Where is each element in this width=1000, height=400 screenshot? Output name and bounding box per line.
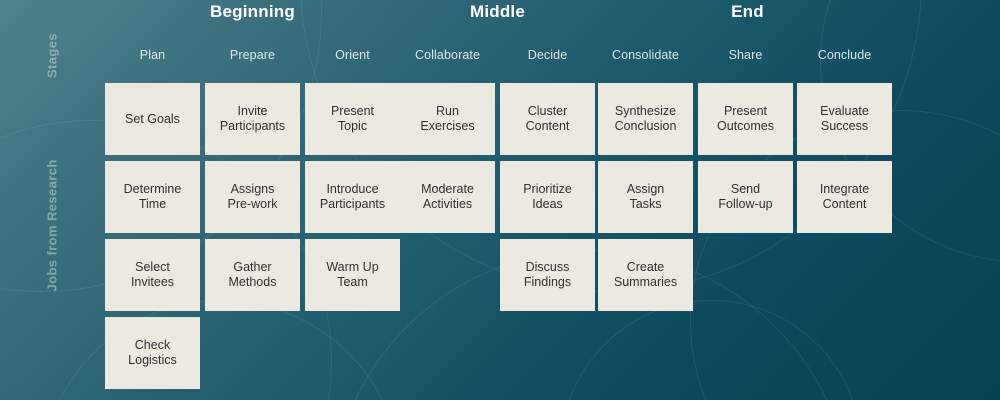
job-card-label: Warm Up Team [326, 260, 379, 289]
job-card[interactable]: Discuss Findings [500, 239, 595, 311]
job-card-label: Introduce Participants [319, 182, 386, 211]
job-card-label: Cluster Content [525, 104, 570, 133]
job-card-label: Set Goals [125, 111, 180, 126]
column-header-consolidate: Consolidate [611, 48, 680, 62]
job-card[interactable]: Moderate Activities [400, 161, 495, 233]
column-header-prepare: Prepare [229, 48, 276, 62]
job-card-label: Prioritize Ideas [523, 182, 572, 211]
job-card-label: Check Logistics [128, 338, 177, 367]
background-arc-decoration [560, 300, 862, 400]
job-card-label: Assigns Pre-work [227, 182, 278, 211]
job-card[interactable]: Gather Methods [205, 239, 300, 311]
group-header: End [731, 2, 764, 21]
column-header-collaborate: Collaborate [414, 48, 481, 62]
job-card[interactable]: Cluster Content [500, 83, 595, 155]
job-card-label: Integrate Content [819, 182, 870, 211]
background-arc-decoration [40, 300, 402, 400]
job-card[interactable]: Run Exercises [400, 83, 495, 155]
job-card-label: Present Topic [330, 104, 375, 133]
job-card-label: Moderate Activities [421, 182, 474, 211]
job-card-label: Synthesize Conclusion [614, 104, 677, 133]
job-card[interactable]: Synthesize Conclusion [598, 83, 693, 155]
job-card-label: Assign Tasks [626, 182, 665, 211]
job-card[interactable]: Assigns Pre-work [205, 161, 300, 233]
column-header-share: Share [728, 48, 763, 62]
job-card-label: Select Invitees [130, 260, 175, 289]
job-card-label: Create Summaries [613, 260, 678, 289]
job-card-label: Determine Time [123, 182, 182, 211]
job-card[interactable]: Assign Tasks [598, 161, 693, 233]
job-card[interactable]: Create Summaries [598, 239, 693, 311]
group-header: Beginning [210, 2, 295, 21]
column-header-conclude: Conclude [817, 48, 872, 62]
job-card[interactable]: Evaluate Success [797, 83, 892, 155]
job-card[interactable]: Send Follow-up [698, 161, 793, 233]
job-card-label: Gather Methods [228, 260, 277, 289]
column-header-plan: Plan [139, 48, 166, 62]
column-header-orient: Orient [335, 48, 370, 62]
job-card-label: Discuss Findings [523, 260, 572, 289]
job-card[interactable]: Integrate Content [797, 161, 892, 233]
job-card[interactable]: Set Goals [105, 83, 200, 155]
job-card[interactable]: Select Invitees [105, 239, 200, 311]
job-card[interactable]: Check Logistics [105, 317, 200, 389]
job-card-label: Present Outcomes [717, 104, 774, 133]
job-card[interactable]: Invite Participants [205, 83, 300, 155]
job-card[interactable]: Prioritize Ideas [500, 161, 595, 233]
group-header: Middle [469, 2, 526, 21]
job-card[interactable]: Present Topic [305, 83, 400, 155]
axis-label-stages: Stages [44, 32, 60, 79]
job-card[interactable]: Warm Up Team [305, 239, 400, 311]
job-card-label: Send Follow-up [718, 182, 773, 211]
job-card[interactable]: Introduce Participants [305, 161, 400, 233]
job-card-label: Run Exercises [420, 104, 475, 133]
job-card-label: Invite Participants [219, 104, 286, 133]
column-header-decide: Decide [527, 48, 568, 62]
job-card[interactable]: Present Outcomes [698, 83, 793, 155]
job-card-label: Evaluate Success [820, 104, 869, 133]
axis-label-jobs-from-research: Jobs from Research [44, 159, 60, 292]
job-card[interactable]: Determine Time [105, 161, 200, 233]
